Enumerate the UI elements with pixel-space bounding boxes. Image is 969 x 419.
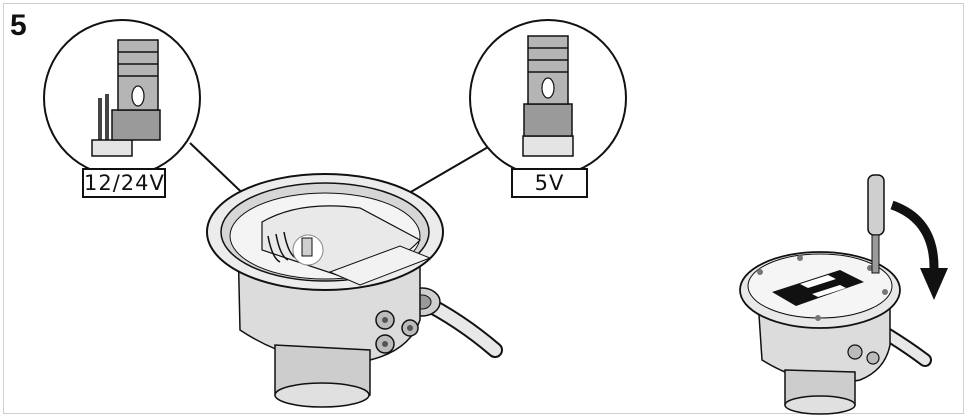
voltage-label-5v: 5V	[511, 168, 588, 198]
jumper-12-24v-icon	[43, 19, 201, 177]
closed-device-icon	[739, 174, 932, 415]
rotate-arrow-icon	[890, 200, 948, 300]
voltage-label-12-24v: 12/24V	[82, 168, 166, 198]
step-number: 5	[10, 9, 27, 42]
figure-frame	[3, 3, 964, 414]
jumper-5v-icon	[469, 19, 627, 177]
connector-housing-icon	[206, 173, 503, 408]
